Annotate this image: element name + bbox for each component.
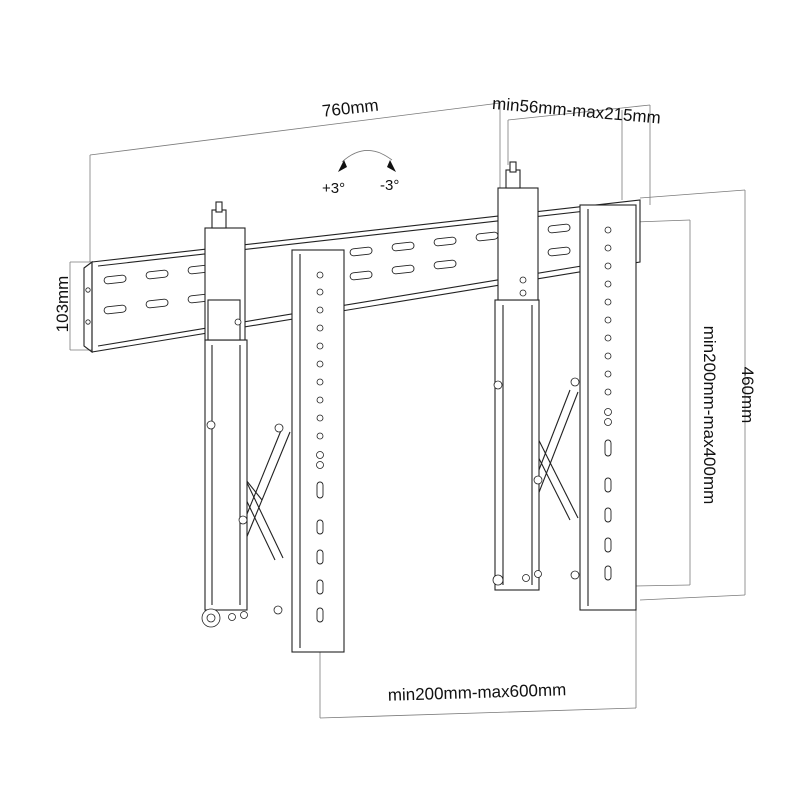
dimension-lines [69,102,746,719]
total-height-label: 460mm [738,367,757,424]
horizontal-range-label: min200mm-max600mm [387,680,566,705]
wall-rail [83,199,641,354]
rail-height-label: 103mm [53,276,72,333]
right-plate-holes [604,226,612,581]
vertical-range-label: min200mm-max400mm [700,326,719,505]
tilt-plus-label: +3° [322,180,345,197]
tilt-arrow-right-icon [387,160,396,172]
right-bracket-assembly [492,161,637,611]
left-bracket-assembly [201,201,345,653]
tilt-indicator: +3° -3° [322,150,399,197]
tilt-arrow-left-icon [338,160,347,172]
left-plate-holes [316,271,324,623]
width-total-label: 760mm [321,96,379,121]
rail-slots-bottom [103,246,571,315]
tilt-minus-label: -3° [380,177,399,194]
depth-range-label: min56mm-max215mm [491,94,661,128]
